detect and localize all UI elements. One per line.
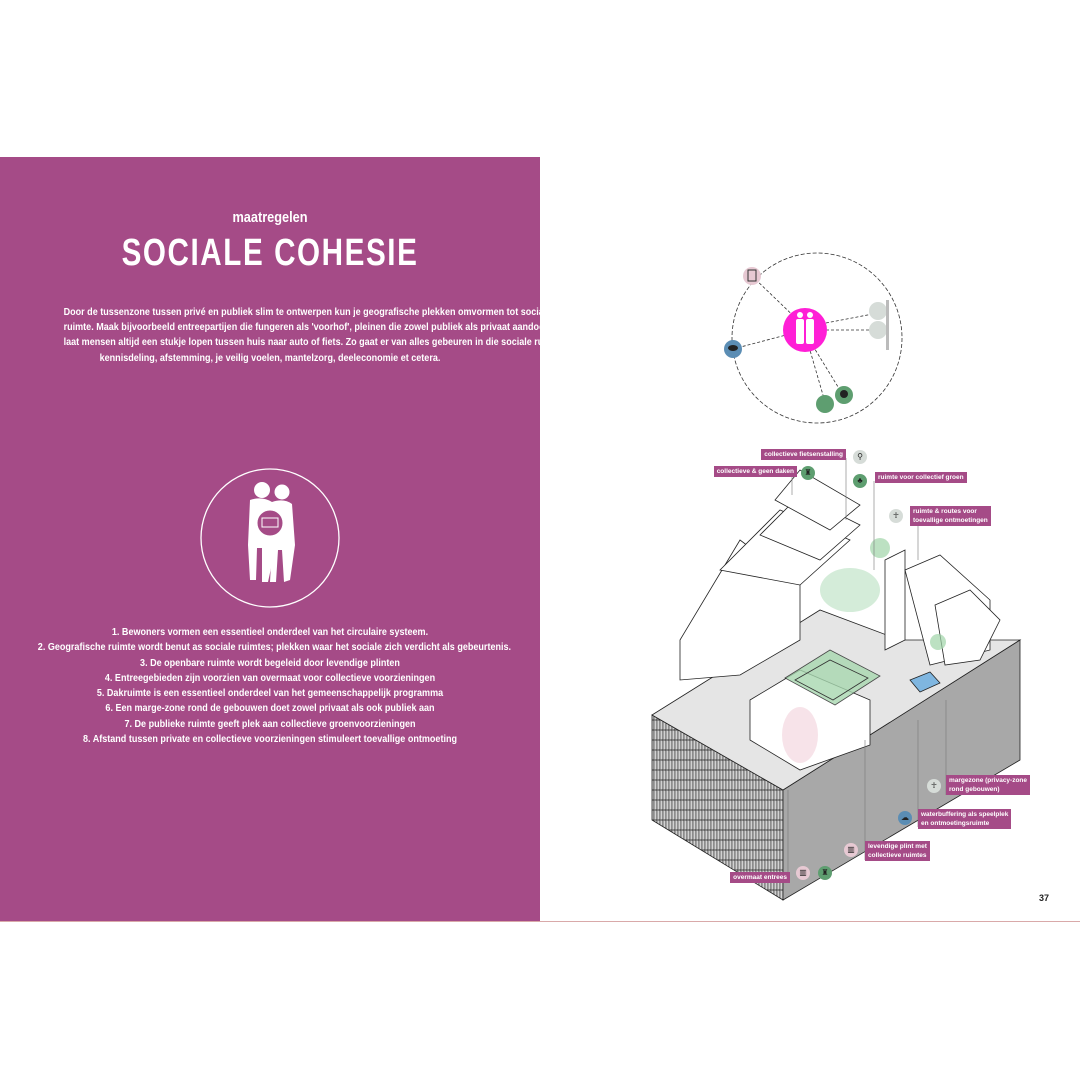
label-water-buffering: waterbuffering als speelplek en ontmoetin…	[918, 809, 1012, 829]
measure-item: 3. De openbare ruimte wordt begeleid doo…	[140, 656, 400, 669]
rooftop-icon: ♜	[818, 866, 832, 880]
building-icon: ▥	[796, 866, 810, 880]
label-entrances: overmaat entrees	[730, 872, 790, 883]
label-line: levendige plint met	[868, 843, 927, 850]
bicycle-parking-icon	[869, 321, 887, 339]
page-number: 37	[1039, 893, 1050, 903]
measures-list: 1. Bewoners vormen een essentieel onderd…	[37, 625, 512, 747]
runners-icon: ☥	[927, 779, 941, 793]
runners-icon	[869, 302, 887, 320]
label-margin-zone: margezone (privacy-zone rond gebouwen)	[946, 775, 1031, 795]
label-line: collectieve ruimtes	[868, 852, 927, 859]
measure-item: 7. De publieke ruimte geeft plek aan col…	[124, 717, 416, 730]
label-roofs: collectieve & geen daken	[713, 466, 797, 477]
vertical-caption	[886, 300, 889, 350]
paragraph-line: laat mensen altijd een stukje lopen tuss…	[63, 336, 570, 349]
tree-icon: ♣	[853, 474, 867, 488]
people-emblem-icon	[200, 468, 340, 608]
measure-item: 4. Entreegebieden zijn voorzien van over…	[104, 671, 436, 684]
rain-cloud-icon: ☁	[898, 811, 912, 825]
paragraph-line: Door de tussenzone tussen privé en publi…	[63, 306, 552, 318]
label-green-space: ruimte voor collectief groen	[875, 472, 967, 483]
label-line: ruimte & routes voor	[913, 508, 977, 515]
measure-item: 1. Bewoners vormen een essentieel onderd…	[111, 626, 429, 638]
label-routes: ruimte & routes voor toevallige ontmoetin…	[910, 506, 991, 526]
measure-item: 5. Dakruimte is een essentieel onderdeel…	[96, 687, 444, 700]
page-bottom-rule	[0, 921, 1080, 922]
paragraph-line: ruimte. Maak bijvoorbeeld entreepartijen…	[63, 321, 563, 334]
bicycle-parking-icon: ⚲	[853, 450, 867, 464]
label-line: toevallige ontmoetingen	[913, 517, 988, 524]
label-bicycle-parking: collectieve fietsenstalling	[761, 449, 846, 460]
measure-item: 6. Een marge-zone rond de gebouwen doet …	[105, 702, 435, 715]
isometric-building-block	[651, 469, 1022, 901]
paragraph-line: kennisdeling, afstemming, je veilig voel…	[99, 351, 441, 364]
intro-paragraph: Door de tussenzone tussen privé en publi…	[63, 305, 570, 366]
runners-icon: ☥	[889, 509, 903, 523]
label-line: margezone (privacy-zone	[949, 777, 1028, 784]
page-title: SOCIALE COHESIE	[121, 232, 419, 274]
label-line: waterbuffering als speelplek	[921, 811, 1009, 818]
measure-item: 8. Afstand tussen private en collectieve…	[82, 733, 457, 746]
building-icon: ▥	[844, 843, 858, 857]
people-silhouette-icon	[796, 312, 814, 344]
measure-item: 2. Geografische ruimte wordt benut as so…	[37, 641, 512, 654]
label-line: en ontmoetingsruimte	[921, 820, 990, 827]
label-line: rond gebouwen)	[949, 786, 1000, 793]
rooftop-icon: ♜	[801, 466, 815, 480]
people-hub-icon	[783, 308, 827, 352]
label-lively-plinth: levendige plint met collectieve ruimtes	[865, 841, 930, 861]
subtitle: maatregelen	[232, 209, 308, 226]
rooftop-icon	[816, 395, 834, 413]
